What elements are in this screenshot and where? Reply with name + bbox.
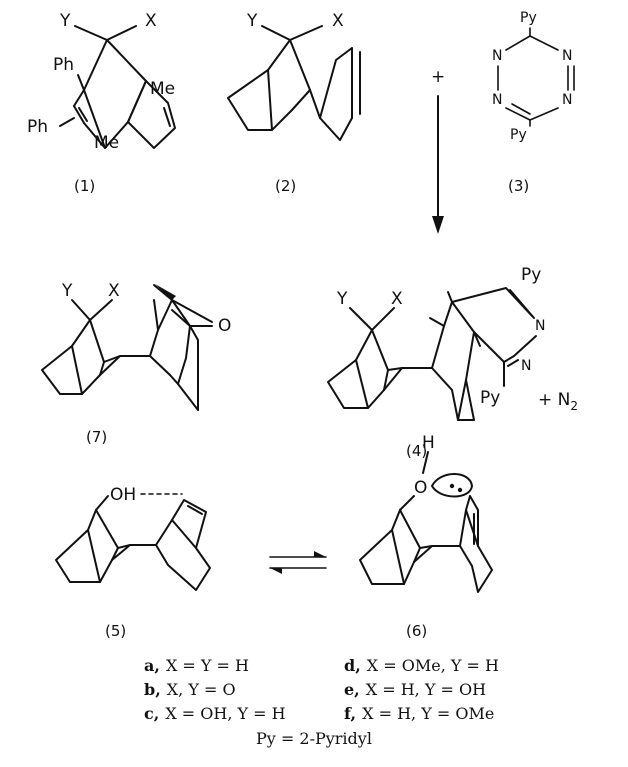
c1-skeleton (59, 25, 176, 149)
c1-substituent-y: Y (59, 11, 71, 31)
c7-substituent-x: X (108, 281, 120, 301)
c3-ring (497, 27, 575, 127)
key-row-e: e,X = H, Y = OH (344, 680, 486, 699)
substituent-key: a,X = Y = H b,X, Y = O c,X = OH, Y = H d… (144, 656, 499, 748)
key-row-a: a,X = Y = H (144, 656, 249, 675)
c5-hydroxyl: OH (110, 485, 136, 505)
c1-label: (1) (74, 177, 95, 195)
c6-skeleton (359, 451, 493, 593)
c7-skeleton (41, 284, 213, 411)
c4-nitrogen-2: N (521, 358, 531, 374)
key-row-c: c,X = OH, Y = H (144, 704, 286, 723)
c2-substituent-y: Y (246, 11, 258, 31)
pyridyl-definition: Py = 2-Pyridyl (256, 729, 372, 748)
key-row-d: d,X = OMe, Y = H (344, 656, 499, 675)
c2-label: (2) (275, 177, 296, 195)
c3-nitrogen-3: N (562, 48, 572, 64)
compound-2: Y X (2) (227, 11, 361, 195)
c3-pyridyl-bottom: Py (510, 127, 527, 143)
c6-lone-pair (431, 473, 473, 498)
c3-nitrogen-4: N (562, 92, 572, 108)
key-row-b: b,X, Y = O (144, 680, 236, 699)
c7-oxygen: O (218, 316, 231, 336)
c2-skeleton (227, 25, 361, 141)
c2-substituent-x: X (332, 11, 344, 31)
c4-dinitrogen-byproduct: + N2 (538, 390, 578, 413)
c7-label: (7) (86, 428, 107, 446)
compound-6: H O (6) (359, 433, 493, 640)
c4-substituent-x: X (391, 289, 403, 309)
compound-7: Y X O (7) (41, 281, 231, 446)
c1-phenyl-top: Ph (53, 55, 74, 75)
key-row-f: f,X = H, Y = OMe (344, 704, 494, 723)
c3-nitrogen-2: N (492, 92, 502, 108)
c4-pyridyl-top: Py (521, 265, 541, 285)
c3-label: (3) (508, 177, 529, 195)
c4-pyridyl-bottom: Py (480, 388, 500, 408)
c5-label: (5) (105, 622, 126, 640)
c4-skeleton (327, 287, 537, 421)
plus-sign: + (431, 67, 445, 87)
compound-4: Y X Py N N Py + N2 (4) (327, 265, 578, 460)
c6-hydrogen: H (422, 433, 435, 453)
c4-label: (4) (406, 442, 427, 460)
c5-skeleton (55, 493, 211, 591)
compound-1: Y X Me Ph Ph Me (1) (27, 11, 176, 195)
compound-3: Py Py N N N N (3) (492, 10, 575, 195)
c1-methyl-top: Me (150, 79, 175, 99)
c1-phenyl-bottom: Ph (27, 117, 48, 137)
equilibrium-arrows (269, 551, 327, 574)
c7-substituent-y: Y (61, 281, 73, 301)
compound-5: OH (5) (55, 485, 211, 640)
c6-oxygen: O (414, 478, 427, 498)
c4-substituent-y: Y (336, 289, 348, 309)
c3-pyridyl-top: Py (520, 10, 537, 26)
reaction-arrow-down (432, 95, 444, 234)
c3-nitrogen-1: N (492, 48, 502, 64)
c4-nitrogen-1: N (535, 318, 545, 334)
c6-label: (6) (406, 622, 427, 640)
c1-substituent-x: X (145, 11, 157, 31)
